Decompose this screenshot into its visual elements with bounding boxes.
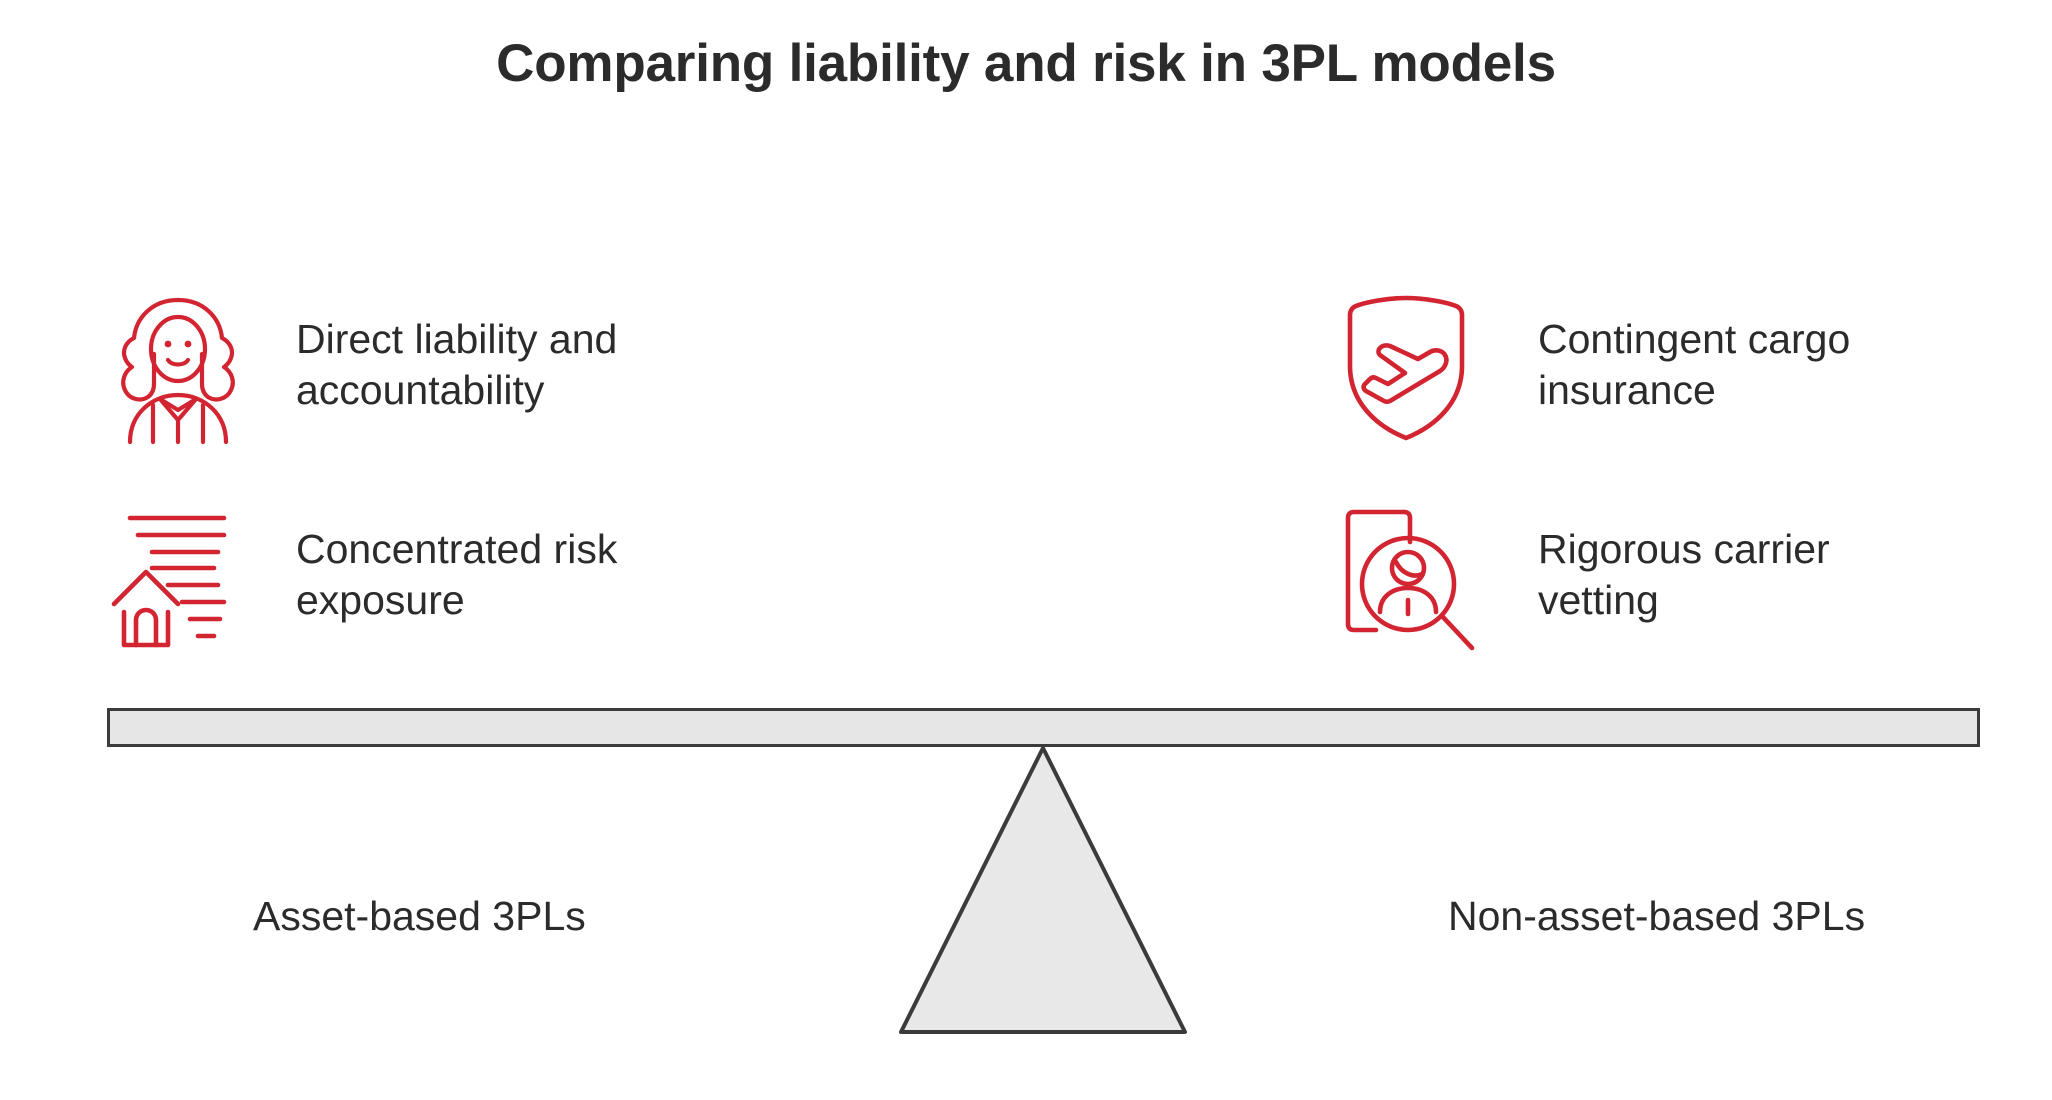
warehouse-motion-lines-icon xyxy=(108,502,248,652)
feature-label: Contingent cargo insurance xyxy=(1538,316,1851,413)
feature-item-direct-liability: Direct liability and accountability xyxy=(108,292,728,445)
person-avatar-icon xyxy=(108,292,248,445)
feature-item-concentrated-risk: Concentrated risk exposure xyxy=(108,502,728,652)
shield-airplane-icon xyxy=(1336,292,1476,442)
feature-label: Rigorous carrier vetting xyxy=(1538,526,1830,623)
fulcrum-triangle xyxy=(880,740,1210,1040)
feature-label: Concentrated risk exposure xyxy=(296,526,618,623)
side-label-left: Asset-based 3PLs xyxy=(253,893,586,939)
document-person-magnifier-icon xyxy=(1336,502,1476,652)
feature-label: Direct liability and accountability xyxy=(296,316,618,413)
side-label-right: Non-asset-based 3PLs xyxy=(1448,893,1866,939)
feature-item-rigorous-vetting: Rigorous carrier vetting xyxy=(1336,502,1956,652)
feature-item-contingent-cargo: Contingent cargo insurance xyxy=(1336,292,1956,442)
balance-beam xyxy=(107,708,1980,747)
page-title: Comparing liability and risk in 3PL mode… xyxy=(496,34,1556,93)
